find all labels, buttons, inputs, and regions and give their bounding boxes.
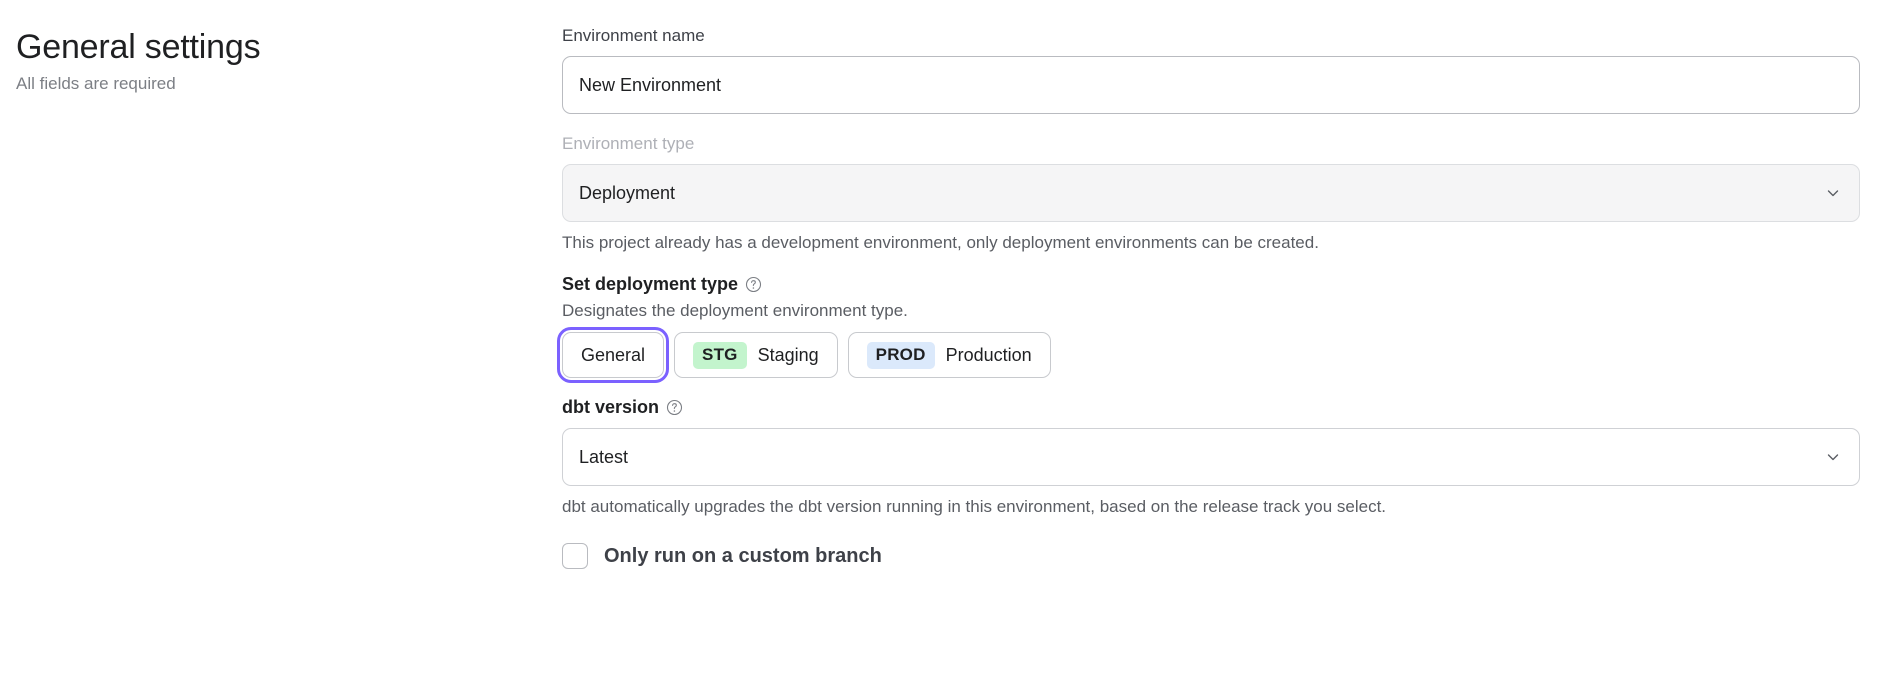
- custom-branch-label[interactable]: Only run on a custom branch: [604, 545, 882, 567]
- deployment-type-options: General STG Staging PROD Production: [556, 327, 1860, 383]
- deployment-type-option-general-label: General: [581, 344, 646, 365]
- dbt-version-label-row: dbt version: [562, 394, 1860, 420]
- help-circle-icon[interactable]: [745, 276, 762, 293]
- deployment-type-option-production[interactable]: PROD Production: [847, 332, 1051, 378]
- settings-intro-column: General settings All fields are required: [0, 18, 562, 678]
- custom-branch-checkbox[interactable]: [562, 543, 588, 569]
- deployment-type-label-row: Set deployment type: [562, 271, 1860, 297]
- settings-form-column: Environment name Environment type Deploy…: [556, 18, 1890, 678]
- dbt-version-field: dbt version Latest dbt automatica: [562, 394, 1860, 519]
- deployment-type-option-staging[interactable]: STG Staging: [674, 332, 838, 378]
- deployment-type-option-staging-label: Staging: [757, 344, 819, 365]
- deployment-type-label: Set deployment type: [562, 274, 739, 294]
- dbt-version-helper-text: dbt automatically upgrades the dbt versi…: [562, 497, 1387, 516]
- chevron-down-icon: [1825, 185, 1841, 201]
- staging-badge: STG: [693, 341, 747, 369]
- environment-type-select[interactable]: Deployment: [562, 164, 1860, 222]
- environment-type-label: Environment type: [562, 134, 695, 153]
- deployment-type-option-production-label: Production: [945, 344, 1032, 365]
- environment-name-field: Environment name: [562, 24, 1860, 114]
- custom-branch-row: Only run on a custom branch: [562, 543, 1860, 569]
- deployment-type-field: Set deployment type Designates the deplo…: [556, 271, 1860, 383]
- environment-type-field: Environment type Deployment This project…: [562, 132, 1860, 255]
- environment-type-value: Deployment: [579, 182, 676, 203]
- dbt-version-label: dbt version: [562, 397, 660, 417]
- help-circle-icon[interactable]: [666, 399, 683, 416]
- environment-name-input[interactable]: [562, 56, 1860, 114]
- environment-name-label: Environment name: [562, 26, 705, 45]
- production-badge: PROD: [866, 341, 935, 369]
- dbt-version-select[interactable]: Latest: [562, 428, 1860, 486]
- deployment-type-description: Designates the deployment environment ty…: [562, 301, 908, 320]
- deployment-type-option-general[interactable]: General: [556, 327, 670, 383]
- dbt-version-value: Latest: [579, 446, 629, 467]
- page-title: General settings: [16, 28, 261, 66]
- page-subtitle: All fields are required: [16, 74, 176, 93]
- chevron-down-icon: [1825, 449, 1841, 465]
- environment-type-helper-text: This project already has a development e…: [562, 233, 1319, 252]
